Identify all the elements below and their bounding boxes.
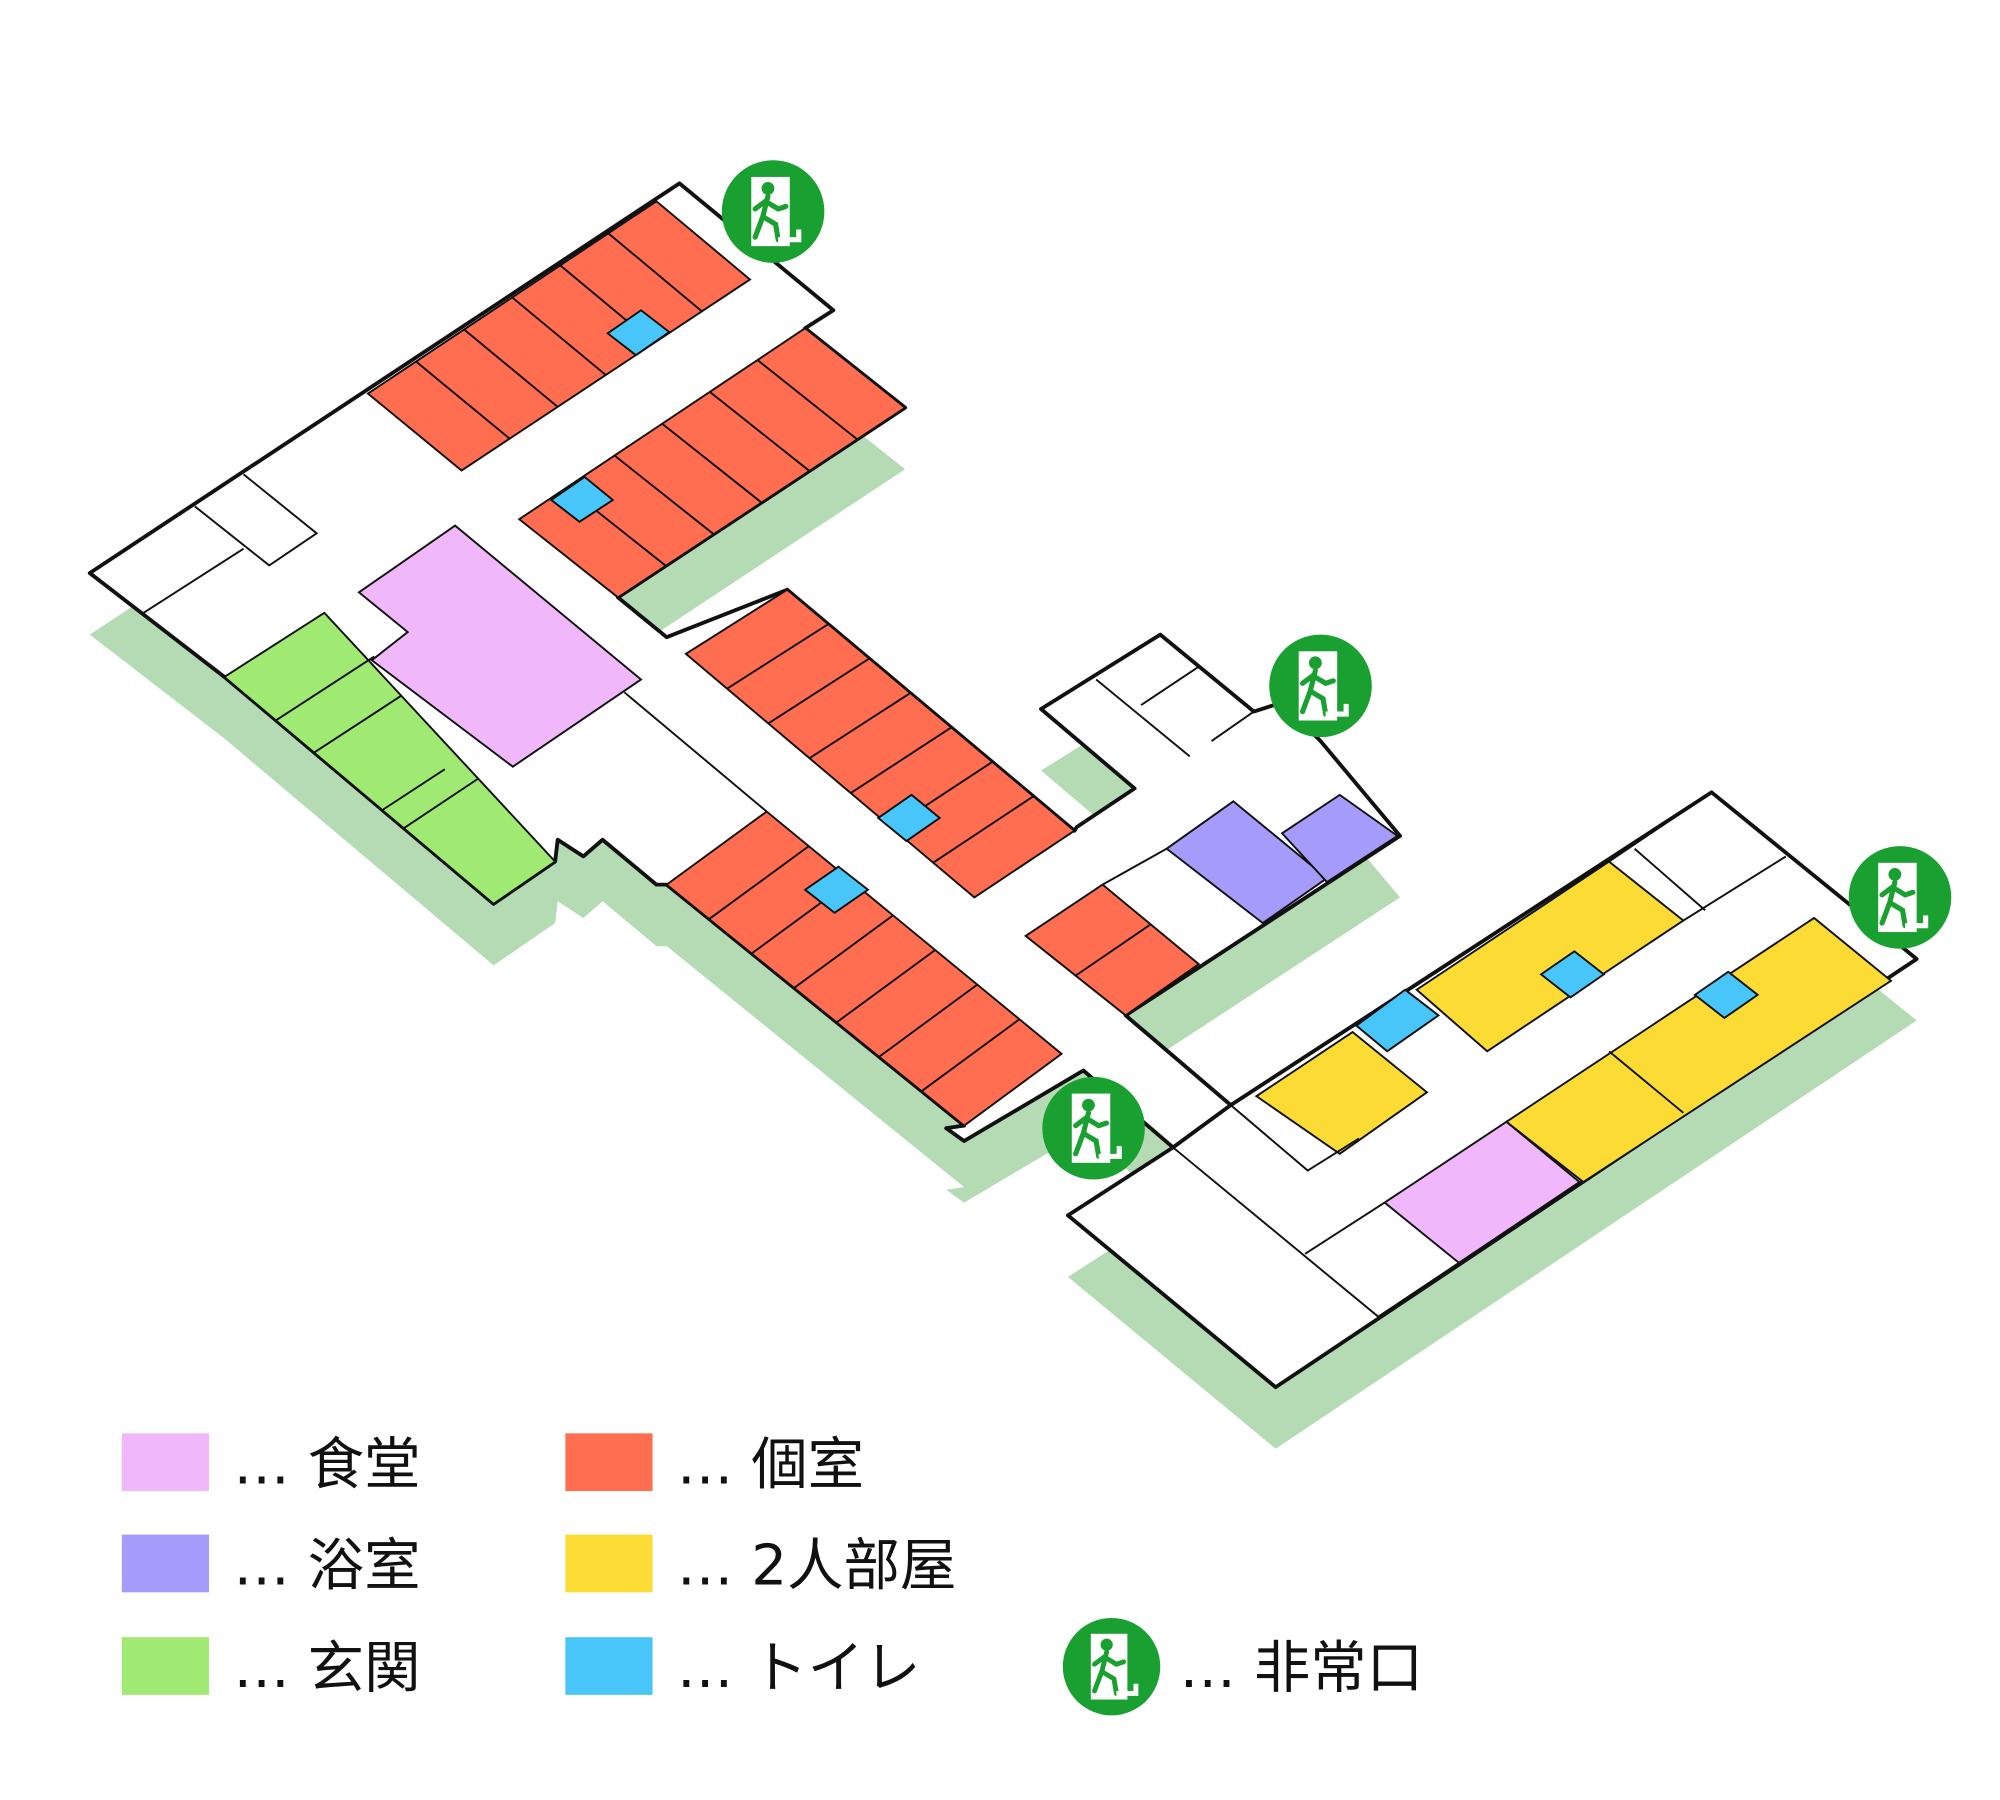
room-divider bbox=[709, 391, 810, 472]
emergency-exit-icon bbox=[1269, 635, 1372, 738]
room-divider bbox=[767, 657, 870, 725]
room-divider bbox=[415, 360, 511, 440]
room-divider bbox=[850, 726, 952, 794]
toilet bbox=[606, 309, 671, 357]
rooms bbox=[222, 200, 1893, 1265]
toilets bbox=[549, 309, 1760, 1053]
room-divider bbox=[793, 914, 894, 989]
legend-swatch-toilet bbox=[565, 1637, 653, 1695]
legend-label-bath: … 浴室 bbox=[233, 1534, 420, 1599]
bath-room bbox=[1280, 793, 1400, 884]
corridor-walls bbox=[143, 473, 1787, 1318]
double-room bbox=[1254, 1030, 1429, 1156]
toilet bbox=[1354, 988, 1441, 1053]
toilet bbox=[876, 793, 942, 843]
legend: … 食堂 … 浴室 … 玄関 … 個室 … 2人部屋 … トイレ … 非常口 bbox=[121, 1432, 1423, 1715]
legend-label-entrance: … 玄関 bbox=[233, 1636, 420, 1701]
toilet bbox=[549, 475, 615, 523]
legend-swatch-double bbox=[565, 1534, 653, 1593]
emergency-exit-icon bbox=[722, 160, 825, 263]
legend-label-double: … 2人部屋 bbox=[677, 1534, 956, 1599]
room-divider bbox=[463, 328, 559, 408]
emergency-exit-icon bbox=[1849, 846, 1952, 949]
room-divider bbox=[403, 777, 479, 830]
room-divider bbox=[726, 623, 829, 690]
room-divider bbox=[708, 845, 810, 920]
legend-swatch-bath bbox=[121, 1534, 209, 1593]
room-divider bbox=[921, 1018, 1020, 1092]
toilet bbox=[1539, 950, 1606, 999]
emergency-exit-icon bbox=[1063, 1618, 1160, 1715]
room-divider bbox=[661, 422, 763, 504]
room-divider bbox=[809, 692, 911, 760]
legend-swatch-private bbox=[565, 1433, 653, 1492]
toilet bbox=[803, 865, 870, 915]
emergency-exit-icon bbox=[1042, 1077, 1145, 1180]
room-divider bbox=[313, 694, 402, 754]
toilet bbox=[1693, 970, 1760, 1020]
room-divider bbox=[836, 949, 936, 1024]
room-dividers bbox=[143, 232, 1787, 1318]
private-room-block bbox=[665, 810, 1064, 1127]
room-divider bbox=[607, 232, 703, 313]
room-divider bbox=[878, 983, 978, 1058]
dining-room bbox=[1382, 1120, 1582, 1265]
room-divider bbox=[756, 359, 858, 441]
dining-room bbox=[357, 524, 643, 768]
room-divider bbox=[1075, 923, 1152, 977]
legend-swatch-entrance bbox=[121, 1637, 209, 1695]
legend-label-private: … 個室 bbox=[677, 1432, 864, 1497]
legend-label-dining: … 食堂 bbox=[233, 1432, 420, 1497]
room-divider bbox=[511, 296, 607, 376]
room-divider bbox=[932, 795, 1034, 864]
legend-label-toilet: … トイレ bbox=[677, 1636, 921, 1701]
legend-label-exit: … 非常口 bbox=[1179, 1636, 1423, 1701]
legend-swatch-dining bbox=[121, 1433, 209, 1492]
private-room-block bbox=[684, 588, 1076, 899]
room-divider bbox=[613, 454, 715, 535]
